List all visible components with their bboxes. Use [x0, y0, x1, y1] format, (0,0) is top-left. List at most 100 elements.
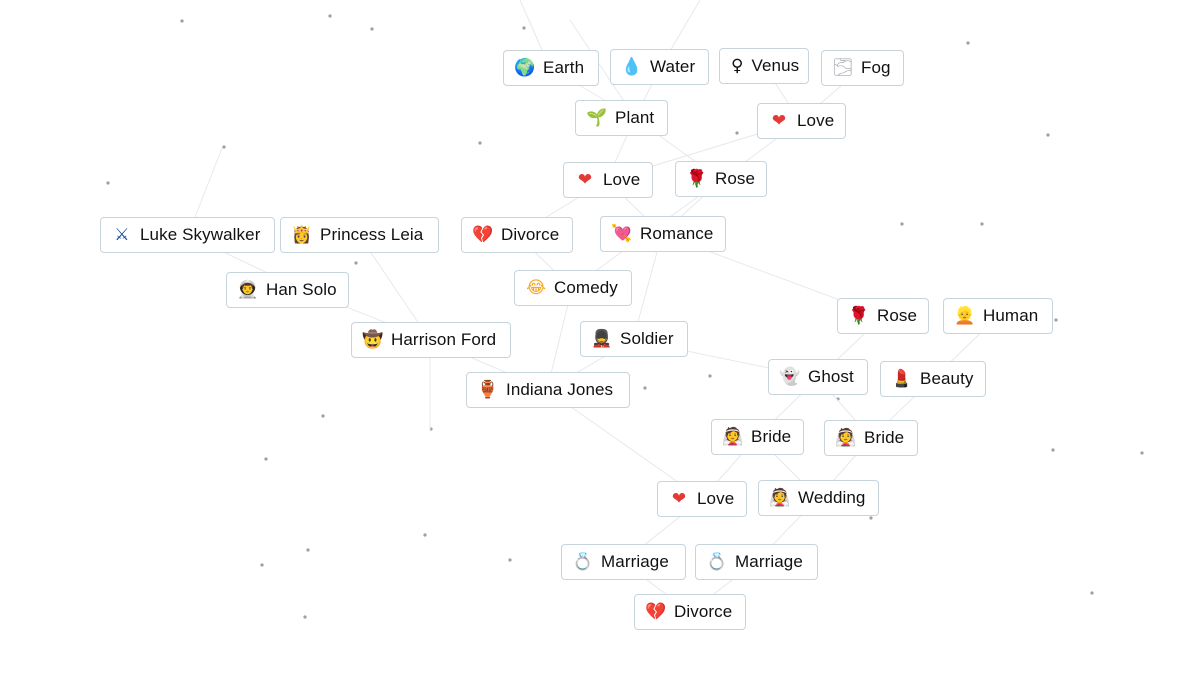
red-heart-icon: ❤	[771, 111, 787, 131]
element-label: Divorce	[674, 602, 733, 621]
element-tile-divorce[interactable]: 💔 Divorce	[461, 217, 573, 253]
background-dot	[354, 261, 358, 265]
element-tile-fog[interactable]: 🌫 Fog	[821, 50, 904, 86]
element-tile-soldier[interactable]: 💂 Soldier	[580, 321, 688, 357]
element-tile-wedding[interactable]: 👰 Wedding	[758, 480, 879, 516]
element-label: Bride	[864, 428, 905, 447]
element-label: Soldier	[620, 329, 674, 348]
element-label: Plant	[615, 108, 655, 127]
element-label: Love	[603, 170, 641, 189]
red-heart-icon: ❤	[577, 170, 593, 190]
element-tile-romance[interactable]: 💘 Romance	[600, 216, 726, 252]
element-tile-marriage[interactable]: 💍 Marriage	[561, 544, 686, 580]
lightsaber-icon: ⚔	[114, 225, 130, 245]
background-dot	[1140, 451, 1144, 455]
person-icon: 👱	[954, 306, 976, 326]
element-tile-princess-leia[interactable]: 👸 Princess Leia	[280, 217, 439, 253]
element-tile-human[interactable]: 👱 Human	[943, 298, 1053, 334]
element-label: Fog	[861, 58, 891, 77]
element-tile-beauty[interactable]: 💄 Beauty	[880, 361, 986, 397]
element-tile-marriage[interactable]: 💍 Marriage	[695, 544, 818, 580]
element-tile-rose[interactable]: 🌹 Rose	[837, 298, 929, 334]
broken-heart-icon: 💔	[472, 225, 494, 245]
droplet-icon: 💧	[621, 57, 643, 77]
element-label: Beauty	[920, 369, 974, 388]
lipstick-icon: 💄	[891, 369, 913, 389]
element-label: Love	[697, 489, 735, 508]
element-tile-love[interactable]: ❤ Love	[657, 481, 747, 517]
element-label: Love	[797, 111, 835, 130]
element-label: Venus	[751, 56, 800, 75]
element-tile-han-solo[interactable]: 👨‍🚀 Han Solo	[226, 272, 349, 308]
element-tile-plant[interactable]: 🌱 Plant	[575, 100, 668, 136]
background-dot	[643, 386, 647, 390]
background-dot	[1054, 318, 1058, 322]
ring-icon: 💍	[706, 552, 728, 572]
background-dot	[522, 26, 526, 30]
princess-icon: 👸	[291, 225, 313, 245]
background-dot	[1051, 448, 1055, 452]
background-dot	[478, 141, 482, 145]
element-tile-bride[interactable]: 👰 Bride	[824, 420, 918, 456]
element-tile-divorce[interactable]: 💔 Divorce	[634, 594, 746, 630]
element-label: Earth	[543, 58, 585, 77]
element-tile-earth[interactable]: 🌍 Earth	[503, 50, 599, 86]
background-dot	[966, 41, 970, 45]
element-tile-love[interactable]: ❤ Love	[563, 162, 653, 198]
element-label: Romance	[640, 224, 714, 243]
element-tile-rose[interactable]: 🌹 Rose	[675, 161, 767, 197]
background-dot	[980, 222, 984, 226]
guard-icon: 💂	[591, 329, 613, 349]
element-tile-bride[interactable]: 👰 Bride	[711, 419, 804, 455]
rose-icon: 🌹	[848, 306, 870, 326]
element-label: Princess Leia	[320, 225, 424, 244]
background-dot	[429, 427, 433, 431]
element-label: Marriage	[735, 552, 803, 571]
background-dot	[328, 14, 332, 18]
red-heart-icon: ❤	[671, 489, 687, 509]
background-dot	[423, 533, 427, 537]
bride-icon: 👰	[722, 427, 744, 447]
element-label: Divorce	[501, 225, 560, 244]
element-label: Wedding	[798, 488, 866, 507]
element-tile-luke-skywalker[interactable]: ⚔ Luke Skywalker	[100, 217, 275, 253]
element-label: Human	[983, 306, 1039, 325]
element-label: Rose	[877, 306, 918, 325]
element-tile-harrison-ford[interactable]: 🤠 Harrison Ford	[351, 322, 511, 358]
cowboy-face-icon: 🤠	[362, 330, 384, 350]
background-dot	[1090, 591, 1094, 595]
element-label: Comedy	[554, 278, 618, 297]
background-dot	[306, 548, 310, 552]
background-dot	[900, 222, 904, 226]
element-tile-venus[interactable]: ♀ Venus	[719, 48, 809, 84]
bride-icon: 👰	[835, 428, 857, 448]
element-tile-love[interactable]: ❤ Love	[757, 103, 846, 139]
background-dot	[264, 457, 268, 461]
ghost-icon: 👻	[779, 367, 801, 387]
rose-icon: 🌹	[686, 169, 708, 189]
laughing-face-icon: 😂	[526, 278, 546, 298]
background-dot	[869, 516, 873, 520]
astronaut-icon: 👨‍🚀	[237, 280, 259, 300]
element-tile-ghost[interactable]: 👻 Ghost	[768, 359, 868, 395]
element-tile-indiana-jones[interactable]: 🏺 Indiana Jones	[466, 372, 630, 408]
background-dot	[222, 145, 226, 149]
background-dot	[321, 414, 325, 418]
globe-icon: 🌍	[514, 58, 536, 78]
element-label: Harrison Ford	[391, 330, 497, 349]
background-dot	[508, 558, 512, 562]
background-dot	[303, 615, 307, 619]
heart-arrow-icon: 💘	[611, 224, 633, 244]
amphora-icon: 🏺	[477, 380, 499, 400]
background-dot	[180, 19, 184, 23]
background-dot	[836, 397, 840, 401]
background-dot	[106, 181, 110, 185]
background-dot	[1046, 133, 1050, 137]
bride-icon: 👰	[769, 488, 791, 508]
element-label: Marriage	[601, 552, 669, 571]
element-tile-water[interactable]: 💧 Water	[610, 49, 709, 85]
element-tile-comedy[interactable]: 😂 Comedy	[514, 270, 632, 306]
element-label: Indiana Jones	[506, 380, 614, 399]
element-label: Water	[650, 57, 696, 76]
